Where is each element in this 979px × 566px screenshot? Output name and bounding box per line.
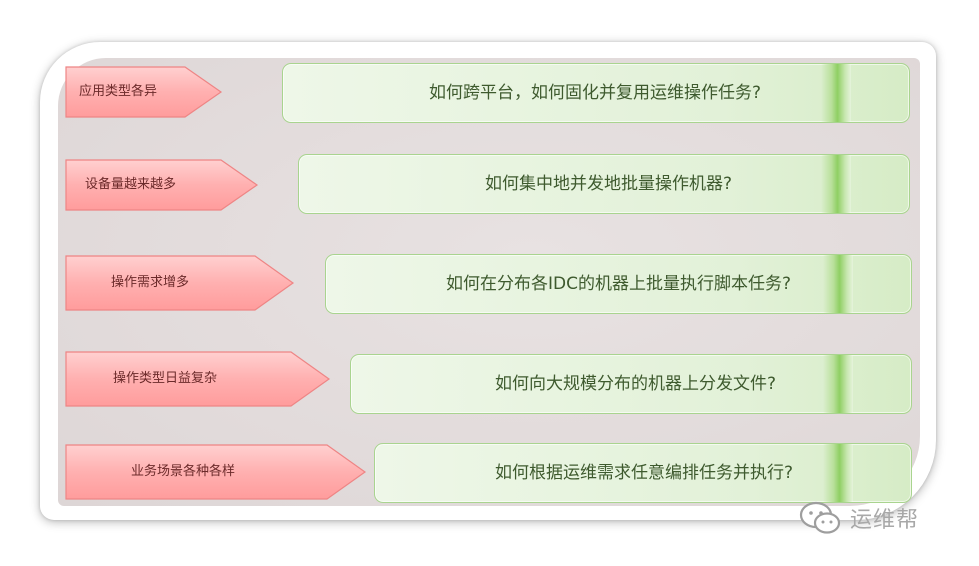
question-text: 如何根据运维需求任意编排任务并执行? <box>495 463 794 483</box>
accent-stripe <box>823 444 853 502</box>
question-box: 如何向大规模分布的机器上分发文件? <box>350 354 912 414</box>
watermark-text: 运维帮 <box>850 508 920 533</box>
challenge-label: 应用类型各异 <box>79 84 158 99</box>
row-4: 操作类型日益复杂 如何向大规模分布的机器上分发文件? <box>0 351 979 414</box>
challenge-label: 业务场景各种各样 <box>131 464 236 479</box>
question-text: 如何在分布各IDC的机器上批量执行脚本任务? <box>446 274 791 294</box>
challenge-tag: 业务场景各种各样 <box>65 444 367 500</box>
accent-stripe <box>821 155 851 213</box>
row-5: 业务场景各种各样 如何根据运维需求任意编排任务并执行? <box>0 442 979 503</box>
accent-stripe <box>823 355 853 413</box>
row-2: 设备量越来越多 如何集中地并发地批量操作机器? <box>0 153 979 214</box>
wechat-icon <box>799 501 841 534</box>
arrow-tag-shape <box>65 351 331 407</box>
row-1: 应用类型各异 如何跨平台，如何固化并复用运维操作任务? <box>0 62 979 123</box>
challenge-label: 设备量越来越多 <box>85 177 177 192</box>
watermark: 运维帮 <box>796 498 919 538</box>
question-box: 如何在分布各IDC的机器上批量执行脚本任务? <box>325 254 912 314</box>
accent-stripe <box>821 64 851 122</box>
question-text: 如何跨平台，如何固化并复用运维操作任务? <box>429 83 762 103</box>
question-box: 如何跨平台，如何固化并复用运维操作任务? <box>282 63 910 123</box>
challenge-tag: 操作需求增多 <box>65 255 295 311</box>
challenge-tag: 应用类型各异 <box>65 66 223 118</box>
row-3: 操作需求增多 如何在分布各IDC的机器上批量执行脚本任务? <box>0 253 979 314</box>
arrow-tag-shape <box>65 159 259 211</box>
challenge-label: 操作需求增多 <box>111 275 190 290</box>
question-box: 如何根据运维需求任意编排任务并执行? <box>374 443 912 503</box>
question-text: 如何集中地并发地批量操作机器? <box>485 174 733 194</box>
arrow-tag-shape <box>65 66 223 118</box>
challenge-label: 操作类型日益复杂 <box>113 371 218 386</box>
accent-stripe <box>823 255 853 313</box>
question-text: 如何向大规模分布的机器上分发文件? <box>495 374 777 394</box>
question-box: 如何集中地并发地批量操作机器? <box>298 154 910 214</box>
arrow-tag-shape <box>65 444 367 500</box>
challenge-tag: 操作类型日益复杂 <box>65 351 331 407</box>
arrow-tag-shape <box>65 255 295 311</box>
challenge-tag: 设备量越来越多 <box>65 159 259 211</box>
